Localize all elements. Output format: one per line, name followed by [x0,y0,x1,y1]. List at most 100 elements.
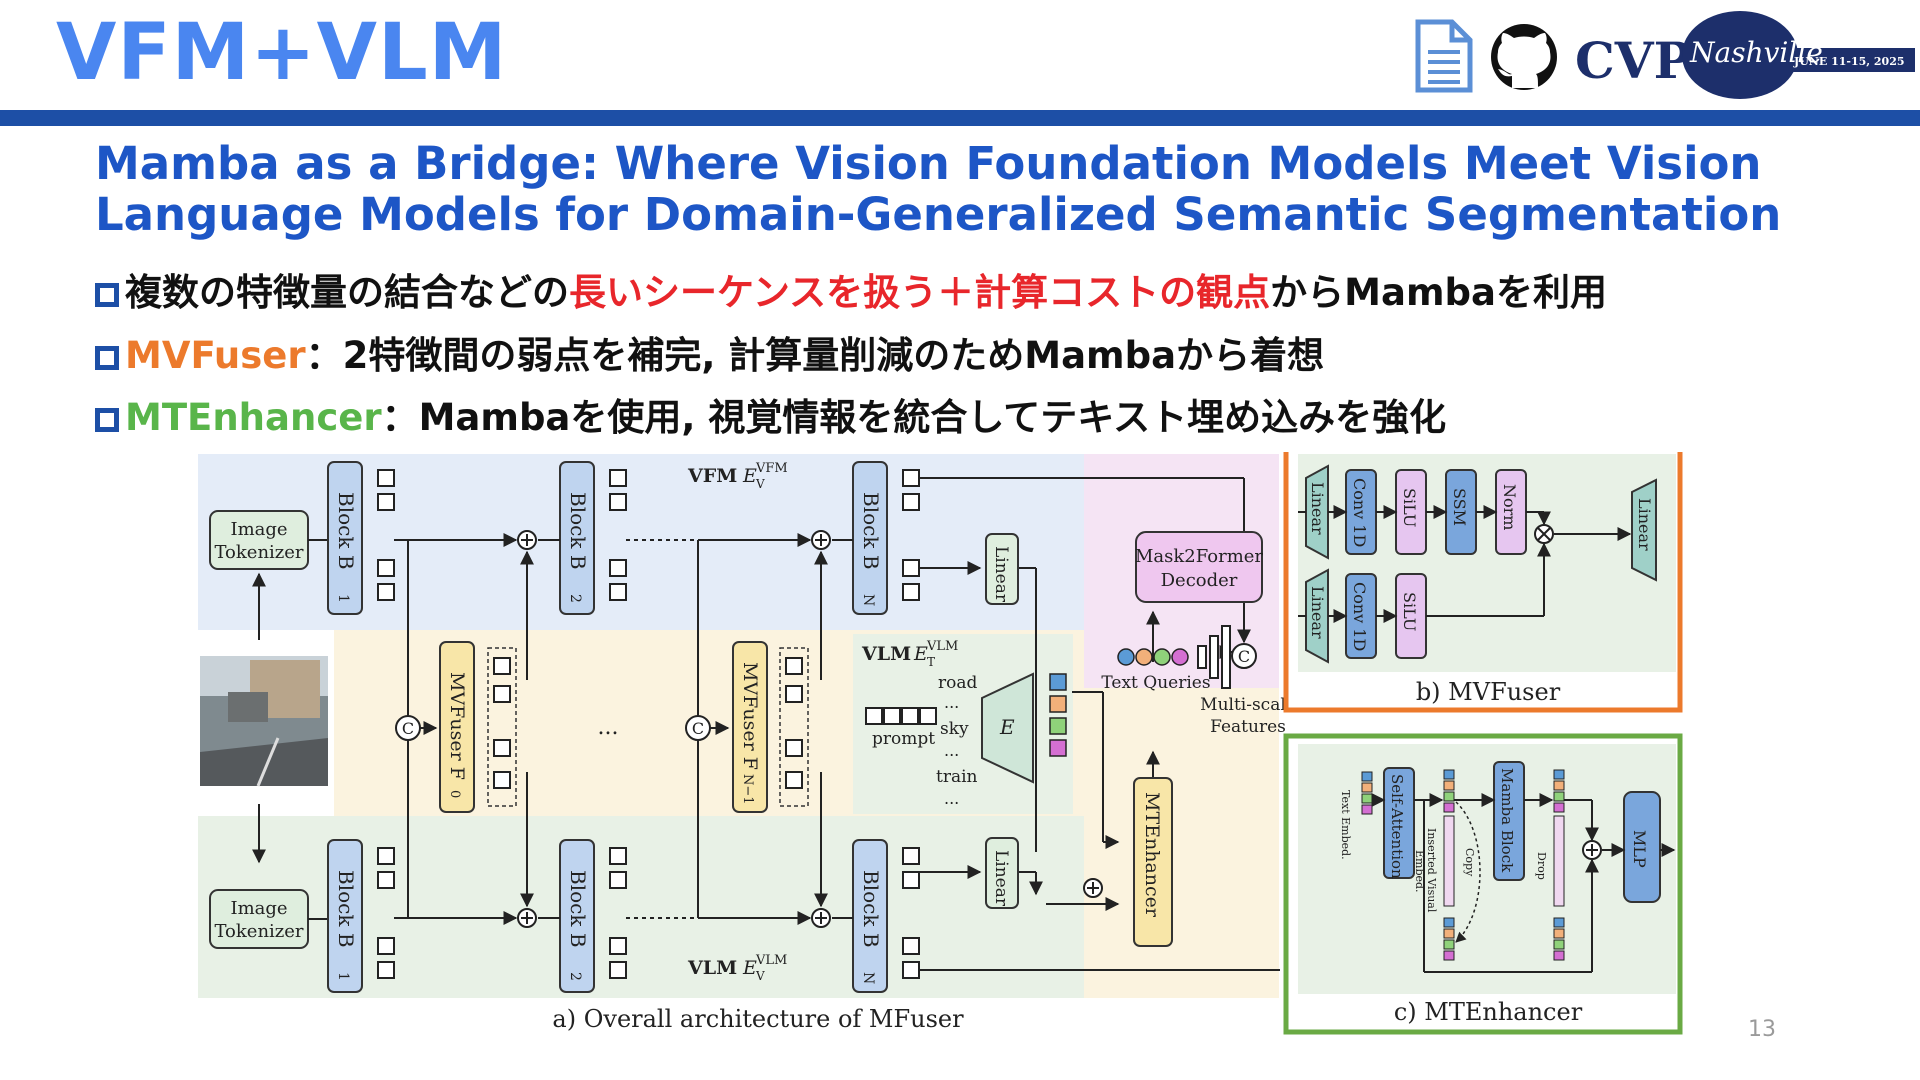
svg-text:Text Embed.: Text Embed. [1339,790,1352,860]
svg-text:Mamba Block: Mamba Block [1498,768,1516,873]
paper-title-line2: Language Models for Domain-Generalized S… [95,188,1782,241]
svg-text:C: C [402,719,414,738]
svg-text:2: 2 [567,594,583,603]
title-divider-bar [0,110,1920,126]
mte-mamba-block: Mamba Block [1498,768,1516,873]
svg-text:Embed.: Embed. [1413,850,1426,893]
linear-top: Linear [991,546,1011,603]
svg-text:N: N [860,594,876,606]
architecture-figure: Image Tokenizer Image Tokenizer Block B … [198,452,1683,1035]
svg-text:2: 2 [567,972,583,981]
cvpr-date: JUNE 11-15, 2025 [1793,55,1905,68]
token-squares [377,469,920,979]
caption-c: c) MTEnhancer [1394,998,1583,1026]
svg-text:Copy: Copy [1463,848,1476,877]
svg-text:Block B: Block B [859,870,883,948]
header-icons: CVPR Nashville JUNE 11-15, 2025 [1415,11,1915,99]
bullet-3-highlight: MTEnhancer [125,396,382,439]
svg-text:Block B: Block B [566,870,590,948]
svg-text:C: C [1238,647,1250,666]
vlm-blocks: Block B 1 Block B 2 Block B N [327,839,888,993]
svg-text:Block B: Block B [334,492,358,570]
vlm-block-b1: Block B [334,870,358,948]
bullet-3-post: ：Mambaを使用, 視覚情報を統合してテキスト埋め込みを強化 [381,396,1447,439]
page-number: 13 [1748,1017,1776,1042]
paper-title-line1: Mamba as a Bridge: Where Vision Foundati… [95,137,1762,190]
vfm-block-bn-sub: N [860,594,876,606]
tokenizer-bottom-line1: Image [230,898,287,919]
caption-b: b) MVFuser [1416,678,1561,706]
svg-text:Linear: Linear [1308,482,1327,535]
mte-text-embed: Text Embed. [1339,790,1352,860]
vlm-block-bn-sub: N [860,972,876,984]
bullet-2-post: ：2特徴間の弱点を補完, 計算量削減のためMambaから着想 [305,334,1325,377]
mvfuser-0-label: MVFuser F [446,672,468,780]
mvfuser-n-label: MVFuser F [739,662,761,770]
text-queries-label: Text Queries [1101,673,1210,693]
mte-mlp: MLP [1630,830,1649,868]
svg-text:MVFuser F: MVFuser F [446,672,468,780]
svg-text:C: C [692,719,704,738]
slide-title: VFM+VLM [56,8,508,98]
panel-c-mtenhancer: Text Embed. Self-Attention Inserted Visu… [1283,733,1683,1035]
et-label: E [999,715,1015,739]
vfm-block-bn: Block B [859,492,883,570]
tokenizer-top-line1: Image [230,519,287,540]
svg-text:N−1: N−1 [740,774,755,805]
mvf-norm: Norm [1500,484,1519,530]
svg-text:N: N [860,972,876,984]
bullet-2: MVFuser：2特徴間の弱点を補完, 計算量削減のためMambaから着想 [95,325,1324,379]
mvf-conv1d-2: Conv 1D [1350,582,1369,651]
mvfuser-n-sub: N−1 [740,774,755,805]
cvpr-script: Nashville [1689,36,1823,69]
mte-drop: Drop [1535,852,1548,880]
class-sky: sky [940,719,969,739]
svg-text:Drop: Drop [1535,852,1548,880]
mvf-conv1d-1: Conv 1D [1350,478,1369,547]
svg-text:1: 1 [335,972,351,981]
svg-text:SiLU: SiLU [1400,592,1419,631]
vlm-block-bn: Block B [859,870,883,948]
vlm-block-b2: Block B [566,870,590,948]
svg-text:MVFuser F: MVFuser F [739,662,761,770]
svg-text:Block B: Block B [566,492,590,570]
ev-vlm-sup: VLM [755,953,787,968]
mvf-linear-2: Linear [1308,586,1327,639]
ev-vlm: E [742,957,757,979]
mte-embed: Embed. [1413,850,1426,893]
bullet-1-pre: 複数の特徴量の結合などの [125,271,569,314]
mask2former-line2: Decoder [1161,570,1238,591]
github-icon[interactable] [1491,24,1557,90]
vfm-label: VFM [687,465,737,487]
class-ellipsis-2: ... [944,741,959,760]
svg-text:Self-Attention: Self-Attention [1388,774,1406,879]
ev-vfm: E [742,465,757,487]
text-prompt: prompt road ... sky ... train ... E [865,672,1067,808]
mte-self-attention: Self-Attention [1388,774,1406,879]
mte-text-embed-tokens [1361,771,1373,815]
panel-b-mvfuser: Linear Linear Linear Conv 1D SiLU SSM No… [1283,452,1683,713]
mvf-ssm: SSM [1450,488,1469,526]
svg-text:Conv 1D: Conv 1D [1350,478,1369,547]
mvf-silu-2: SiLU [1400,592,1419,631]
mvf-linear-1: Linear [1308,482,1327,535]
text-queries [1117,648,1189,666]
et-vlm: E [913,643,928,665]
multi-scale-features [1197,625,1231,689]
document-icon[interactable] [1415,19,1473,93]
svg-text:MLP: MLP [1630,830,1649,868]
class-road: road [938,673,977,693]
concat-nodes [395,643,1257,741]
svg-text:Linear: Linear [1635,498,1654,551]
vlm-label: VLM [687,957,737,979]
svg-text:SSM: SSM [1450,488,1469,526]
svg-text:Block B: Block B [859,492,883,570]
ev-vfm-sup: VFM [755,461,788,476]
bullet-1: 複数の特徴量の結合などの長いシーケンスを扱う＋計算コストの観点からMambaを利… [95,262,1607,316]
mte-inserted-visual: Inserted Visual [1425,828,1438,913]
ev-vfm-sub: V [755,477,765,491]
mte-out-tokens [1553,769,1565,961]
cvpr-logo: CVPR Nashville JUNE 11-15, 2025 [1575,11,1915,99]
mvfuser-blocks: MVFuser F 0 MVFuser F N−1 ... [439,641,809,813]
svg-text:Linear: Linear [1308,586,1327,639]
